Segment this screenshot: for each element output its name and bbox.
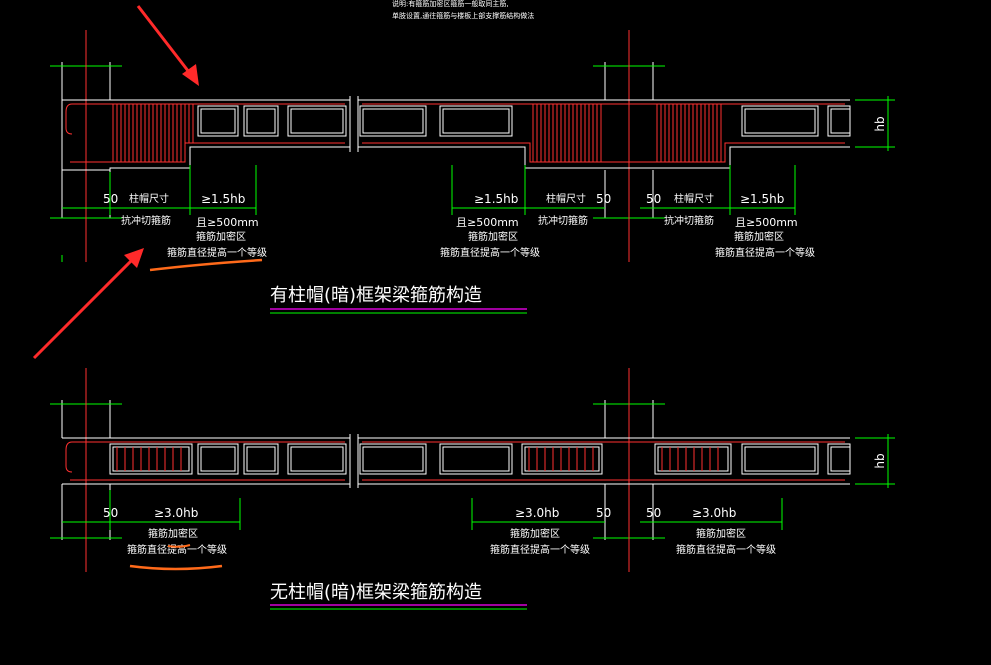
annotation-arrow-bottom	[32, 248, 144, 360]
ge500-left: 且≥500mm	[196, 216, 259, 229]
punch-middle: 抗冲切箍筋	[538, 214, 588, 227]
raise-right-2: 箍筋直径提高一个等级	[676, 543, 776, 556]
dense-right: 箍筋加密区	[734, 230, 784, 243]
dimension-lines-1	[61, 165, 796, 262]
column-left-2	[50, 368, 122, 572]
dense-left-2: 箍筋加密区	[148, 527, 198, 540]
highlight-underline-1	[149, 258, 263, 272]
ge30-left: ≥3.0hb	[154, 506, 198, 520]
dim-50-left-2: 50	[103, 506, 118, 520]
raise-middle-2: 箍筋直径提高一个等级	[490, 543, 590, 556]
beam-outline	[61, 96, 850, 171]
raise-left: 箍筋直径提高一个等级	[167, 246, 267, 259]
raise-right: 箍筋直径提高一个等级	[715, 246, 815, 259]
stirrup-hatch-2	[116, 447, 719, 471]
raise-left-2: 箍筋直径提高一个等级	[127, 543, 227, 556]
hb-label-1: hb	[873, 116, 887, 131]
annotation-arrow-top	[136, 5, 199, 86]
labels-diagram-2: 50 ≥3.0hb 箍筋加密区 箍筋直径提高一个等级 ≥3.0hb 50 箍筋加…	[103, 506, 776, 556]
dense-left: 箍筋加密区	[196, 230, 246, 243]
hb-label-2: hb	[873, 453, 887, 468]
beam-outline-2	[62, 434, 850, 488]
stirrups-2	[109, 443, 851, 475]
diagram-with-cap: hb 50 柱帽尺寸 ≥1.5hb 抗冲切箍筋 且≥500mm 箍筋加密区 箍筋…	[50, 30, 895, 314]
normal-stirrups	[197, 105, 851, 137]
column-left	[50, 30, 122, 262]
ge500-right: 且≥500mm	[735, 216, 798, 229]
ge15-right: ≥1.5hb	[740, 192, 784, 206]
raise-middle: 箍筋直径提高一个等级	[440, 246, 540, 259]
hb-dimension-2: hb	[855, 434, 895, 488]
column-right-2	[593, 368, 665, 572]
diagram-title-2: 无柱帽(暗)框架梁箍筋构造	[270, 582, 482, 603]
dim-50-middle: 50	[596, 192, 611, 206]
longitudinal-rebar-2	[65, 441, 845, 481]
dense-stirrups-middle	[532, 104, 722, 162]
diagram-without-cap: hb 50 ≥3.0hb 箍筋加密区 箍筋直径提高一个等级 ≥3.0hb 50 …	[50, 368, 895, 610]
dim-50-right: 50	[646, 192, 661, 206]
hb-dimension-1: hb	[855, 96, 895, 151]
dense-right-2: 箍筋加密区	[696, 527, 746, 540]
diagram-title-1: 有柱帽(暗)框架梁箍筋构造	[270, 285, 482, 306]
punch-right: 抗冲切箍筋	[664, 214, 714, 227]
note-line-1: 说明:有箍筋加密区箍筋一般取同主筋,	[392, 0, 509, 8]
ge500-middle: 且≥500mm	[456, 216, 519, 229]
ge15-left: ≥1.5hb	[201, 192, 245, 206]
highlight-underline-3	[129, 564, 223, 571]
ge30-middle: ≥3.0hb	[515, 506, 559, 520]
cap-size-left: 柱帽尺寸	[129, 192, 169, 205]
dimension-lines-2	[62, 490, 783, 530]
note-line-2: 单肢设置,通往箍筋与楼板上部支撑筋结构做法	[392, 11, 534, 20]
dim-50-left: 50	[103, 192, 118, 206]
dense-middle: 箍筋加密区	[468, 230, 518, 243]
ge15-middle: ≥1.5hb	[474, 192, 518, 206]
punch-left: 抗冲切箍筋	[121, 214, 171, 227]
dense-middle-2: 箍筋加密区	[510, 527, 560, 540]
highlight-underline-2	[167, 544, 191, 548]
cap-size-right: 柱帽尺寸	[674, 192, 714, 205]
dense-stirrups-left	[112, 104, 194, 162]
labels-diagram-1: 50 柱帽尺寸 ≥1.5hb 抗冲切箍筋 且≥500mm 箍筋加密区 箍筋直径提…	[103, 192, 815, 259]
cap-size-middle: 柱帽尺寸	[546, 192, 586, 205]
dim-50-middle-2: 50	[596, 506, 611, 520]
ge30-right: ≥3.0hb	[692, 506, 736, 520]
column-right	[593, 30, 665, 262]
dim-50-right-2: 50	[646, 506, 661, 520]
